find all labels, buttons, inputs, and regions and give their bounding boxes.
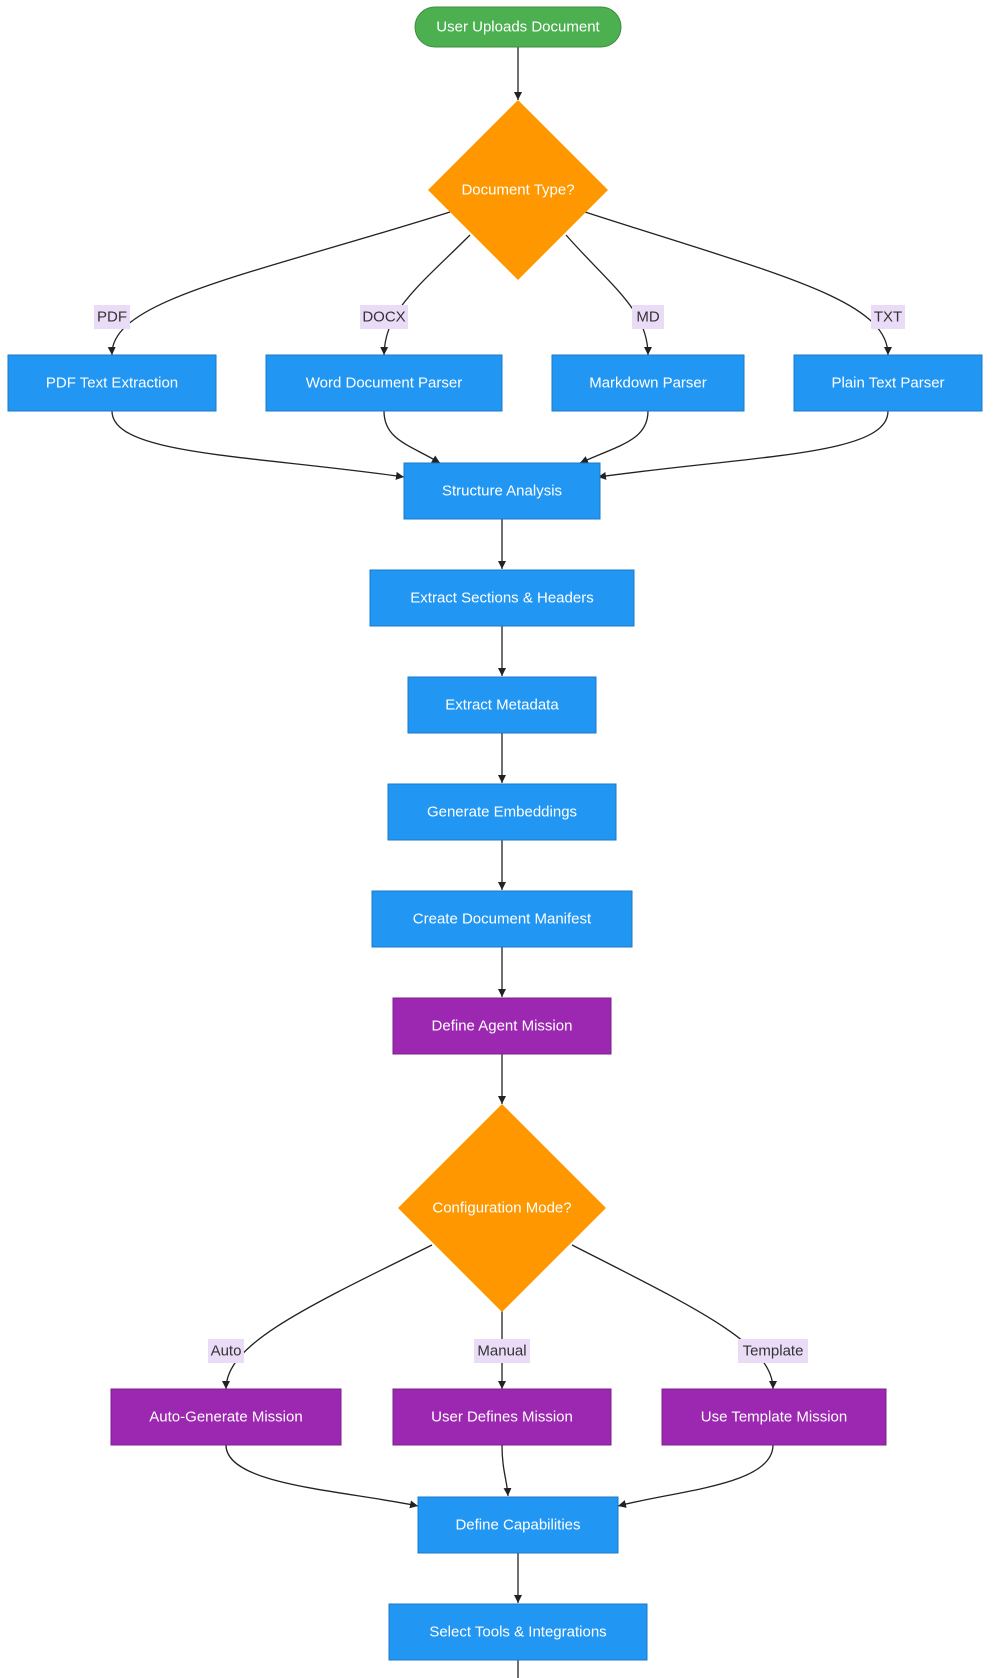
edge-config-to-template: [571, 1244, 777, 1390]
edge-label-docx: DOCX: [360, 305, 408, 329]
edge-label-pdf: PDF: [94, 305, 130, 329]
edge-label-manual: Manual: [474, 1339, 530, 1363]
node-pdf-text-extraction: PDF Text Extraction: [7, 354, 217, 412]
node-define-capabilities: Define Capabilities: [417, 1496, 619, 1554]
node-extract-sections-headers: Extract Sections & Headers: [369, 569, 635, 627]
svg-text:MD: MD: [636, 309, 659, 326]
svg-text:Define Capabilities: Define Capabilities: [455, 1517, 580, 1534]
svg-text:Use Template Mission: Use Template Mission: [701, 1409, 847, 1426]
edge-doctype-to-txt: [584, 211, 892, 356]
node-define-agent-mission: Define Agent Mission: [392, 997, 612, 1055]
svg-text:Auto: Auto: [211, 1343, 242, 1360]
edge-label-md: MD: [632, 305, 664, 329]
svg-text:Define Agent Mission: Define Agent Mission: [432, 1018, 573, 1035]
node-generate-embeddings: Generate Embeddings: [387, 783, 617, 841]
node-configuration-mode-decision: Configuration Mode?: [398, 1104, 606, 1312]
svg-text:Create Document Manifest: Create Document Manifest: [413, 911, 592, 928]
svg-text:User Defines Mission: User Defines Mission: [431, 1409, 573, 1426]
svg-text:Template: Template: [743, 1343, 804, 1360]
edge-label-txt: TXT: [871, 305, 905, 329]
svg-text:Extract Sections & Headers: Extract Sections & Headers: [410, 590, 593, 607]
edge-pdf-to-structure: [111, 410, 405, 480]
edge-md-to-structure: [579, 410, 649, 464]
nodes: User Uploads Document Document Type? PDF…: [7, 6, 983, 1661]
edge-doctype-to-md: [565, 234, 652, 356]
edge-labels: PDF DOCX MD TXT Auto Manual Template: [94, 305, 905, 1363]
node-use-template-mission: Use Template Mission: [661, 1388, 887, 1446]
edge-docx-to-structure: [383, 410, 441, 464]
node-document-type-decision: Document Type?: [428, 100, 608, 280]
edges: [107, 47, 892, 1678]
node-plain-text-parser: Plain Text Parser: [793, 354, 983, 412]
svg-text:User Uploads Document: User Uploads Document: [436, 19, 600, 36]
node-markdown-parser: Markdown Parser: [551, 354, 745, 412]
svg-text:PDF: PDF: [97, 309, 127, 326]
svg-text:Manual: Manual: [477, 1343, 526, 1360]
svg-text:Plain Text Parser: Plain Text Parser: [831, 375, 944, 392]
node-extract-metadata: Extract Metadata: [407, 676, 597, 734]
svg-text:PDF Text Extraction: PDF Text Extraction: [46, 375, 178, 392]
svg-text:Structure Analysis: Structure Analysis: [442, 483, 562, 500]
edge-doctype-to-docx: [380, 234, 471, 356]
edge-doctype-to-pdf: [107, 211, 451, 356]
svg-text:Auto-Generate Mission: Auto-Generate Mission: [149, 1409, 302, 1426]
svg-text:DOCX: DOCX: [362, 309, 405, 326]
svg-text:Document Type?: Document Type?: [461, 182, 574, 199]
edge-template-to-capabilities: [617, 1444, 774, 1508]
edge-config-to-autogen: [222, 1244, 433, 1390]
svg-text:Markdown Parser: Markdown Parser: [589, 375, 707, 392]
svg-text:Word Document Parser: Word Document Parser: [306, 375, 462, 392]
svg-text:Configuration Mode?: Configuration Mode?: [432, 1200, 571, 1217]
edge-autogen-to-capabilities: [225, 1444, 419, 1509]
edge-label-template: Template: [738, 1339, 808, 1363]
node-create-document-manifest: Create Document Manifest: [371, 890, 633, 948]
node-word-document-parser: Word Document Parser: [265, 354, 503, 412]
edge-label-auto: Auto: [208, 1339, 244, 1363]
node-select-tools-integrations: Select Tools & Integrations: [388, 1603, 648, 1661]
node-start: User Uploads Document: [414, 6, 622, 48]
node-user-defines-mission: User Defines Mission: [392, 1388, 612, 1446]
edge-txt-to-structure: [597, 410, 889, 480]
svg-text:TXT: TXT: [874, 309, 902, 326]
svg-text:Generate Embeddings: Generate Embeddings: [427, 804, 577, 821]
edge-userdef-to-capabilities: [501, 1444, 512, 1497]
svg-text:Select Tools & Integrations: Select Tools & Integrations: [429, 1624, 606, 1641]
node-auto-generate-mission: Auto-Generate Mission: [110, 1388, 342, 1446]
node-structure-analysis: Structure Analysis: [403, 462, 601, 520]
svg-text:Extract Metadata: Extract Metadata: [445, 697, 559, 714]
